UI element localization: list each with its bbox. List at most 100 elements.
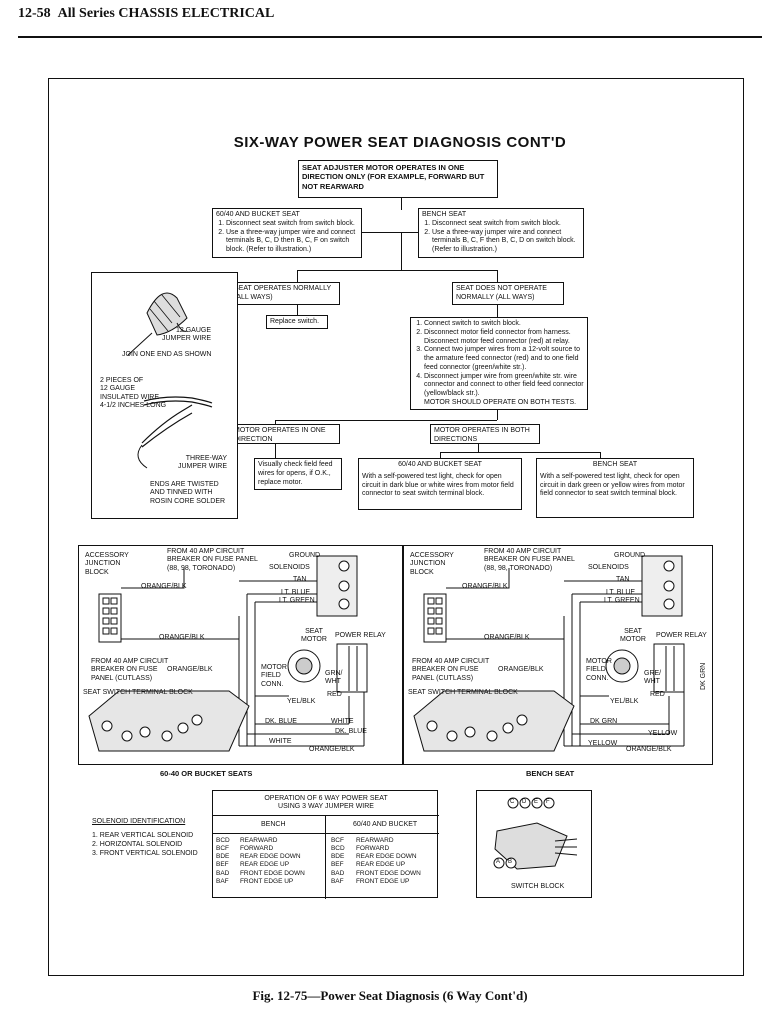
step-bench-2: Use a three-way jumper wire and connect … (432, 229, 580, 255)
test-step-3: Connect two jumper wires from a 12-volt … (424, 346, 584, 372)
page-number: 12-58 (18, 6, 51, 21)
jumper-three-way-label: THREE-WAY JUMPER WIRE (178, 455, 227, 471)
wire-white-2: WHITE (269, 738, 292, 745)
mid-6040-head: 60/40 AND BUCKET SEAT (398, 461, 482, 468)
visual-check-text: Visually check field feed wires for open… (258, 461, 333, 486)
table-cell: FORWARD (239, 845, 274, 853)
wire-orblk: ORANGE/BLK (141, 583, 187, 590)
table-cell: BCF (330, 837, 344, 844)
step-6040-box: 60/40 AND BUCKET SEAT Disconnect seat sw… (212, 208, 362, 258)
flow-line (401, 232, 402, 270)
wire-orblk-4: ORANGE/BLK (309, 746, 355, 753)
test-steps-box: Connect switch to switch block. Disconne… (410, 317, 588, 410)
wiring-bench-svg (413, 555, 685, 752)
table-cell: BEF (216, 861, 229, 869)
table-row: BCD REARWARD BCF REARWARD (213, 837, 439, 845)
table-cell: FRONT EDGE DOWN (239, 869, 305, 877)
table-cell: REAR EDGE UP (239, 861, 290, 869)
table-rule (213, 833, 439, 834)
flow-line (275, 420, 276, 424)
step-6040-head: 60/40 AND BUCKET SEAT (216, 211, 300, 218)
table-cell: REARWARD (355, 837, 394, 844)
operation-table-box: OPERATION OF 6 WAY POWER SEAT USING 3 WA… (212, 790, 439, 899)
acc-junction-label: ACCESSORY JUNCTION BLOCK (85, 552, 129, 576)
sb-letter-a: A (496, 859, 501, 865)
flow-line (497, 410, 498, 420)
flow-line (497, 305, 498, 317)
wire-tan: TAN (616, 576, 630, 583)
terminal-block-label: SEAT SWITCH TERMINAL BLOCK (83, 689, 193, 696)
sb-letter-b: B (508, 859, 513, 865)
section-title: All Series CHASSIS ELECTRICAL (57, 6, 275, 21)
jumper-ends-label: ENDS ARE TWISTED AND TINNED WITH ROSIN C… (150, 481, 226, 505)
table-cell: FRONT EDGE DOWN (355, 869, 421, 877)
seat-not-operate-box: SEAT DOES NOT OPERATE NORMALLY (ALL WAYS… (452, 282, 564, 305)
table-cell: REAR EDGE UP (355, 861, 406, 869)
mid-bench-head: BENCH SEAT (592, 461, 638, 468)
table-cell: REAR EDGE DOWN (239, 853, 301, 861)
table-cell: REAR EDGE DOWN (355, 853, 417, 861)
step-bench-box: BENCH SEAT Disconnect seat switch from s… (418, 208, 584, 258)
step-6040-1: Disconnect seat switch from switch block… (226, 220, 358, 229)
flow-line (297, 270, 497, 271)
ground-label: GROUND (289, 552, 321, 559)
wire-grnwht: GRN/ WHT (325, 670, 343, 686)
seat-not-operate-text: SEAT DOES NOT OPERATE NORMALLY (ALL WAYS… (456, 285, 547, 301)
table-rule (213, 815, 439, 816)
col-head-6040: 60/40 AND BUCKET (353, 821, 418, 828)
test-step-1: Connect switch to switch block. (424, 320, 584, 329)
motor-field-label: MOTOR FIELD CONN. (586, 658, 612, 682)
wire-orblk-3: ORANGE/BLK (167, 666, 213, 673)
wire-orblk-2: ORANGE/BLK (159, 634, 205, 641)
top-symptom-box: SEAT ADJUSTER MOTOR OPERATES IN ONE DIRE… (298, 160, 498, 198)
table-cell: REARWARD (239, 837, 278, 844)
power-relay-label: POWER RELAY (335, 632, 386, 639)
wire-yellow: YELLOW (648, 730, 678, 737)
figure-frame (48, 78, 744, 976)
switch-block-icon (493, 797, 578, 870)
flow-line (360, 232, 418, 233)
flow-line (297, 270, 298, 282)
wire-white: WHITE (331, 718, 354, 725)
jumper-wire-icon (127, 292, 213, 469)
wire-red: RED (327, 691, 342, 698)
col-head-bench: BENCH (261, 821, 286, 828)
visual-check-box: Visually check field feed wires for open… (254, 458, 342, 490)
wire-dkblue: DK. BLUE (265, 718, 297, 725)
wire-dkgrn-vertical: DK GRN (700, 662, 707, 690)
table-cell: BCD (216, 837, 230, 844)
table-rule (325, 815, 326, 899)
table-cell: BAD (330, 869, 345, 877)
jumper-wire-panel: 12 GAUGE JUMPER WIRE JOIN ONE END AS SHO… (91, 272, 238, 519)
test-step-4: Disconnect jumper wire from green/white … (424, 373, 584, 399)
seat-operates-text: SEAT OPERATES NORMALLY (ALL WAYS) (234, 285, 331, 301)
wiring-6040-svg (88, 555, 368, 752)
one-direction-box: MOTOR OPERATES IN ONE DIRECTION (230, 424, 340, 444)
wire-ltblue: LT. BLUE (281, 589, 311, 596)
sb-letter-e: E (534, 799, 539, 805)
flow-line (600, 452, 601, 458)
flow-line (275, 444, 276, 458)
table-cell: FRONT EDGE UP (355, 877, 410, 885)
from40-cutlass-label: FROM 40 AMP CIRCUIT BREAKER ON FUSE PANE… (91, 658, 169, 682)
wire-red: RED (650, 691, 665, 698)
figure-caption: Fig. 12-75—Power Seat Diagnosis (6 Way C… (252, 988, 528, 1003)
solenoid-id-3: 3. FRONT VERTICAL SOLENOID (92, 850, 198, 857)
table-cell: FORWARD (355, 845, 390, 853)
wire-orblk-4: ORANGE/BLK (626, 746, 672, 753)
table-cell: BAF (330, 877, 344, 885)
both-directions-text: MOTOR OPERATES IN BOTH DIRECTIONS (434, 427, 530, 443)
wiring-bench-panel: ACCESSORY JUNCTION BLOCK FROM 40 AMP CIR… (403, 545, 713, 765)
ground-label: GROUND (614, 552, 646, 559)
sb-letter-f: F (546, 799, 550, 805)
wire-tan: TAN (293, 576, 307, 583)
flow-line (497, 270, 498, 282)
replace-switch-text: Replace switch. (270, 318, 320, 325)
operation-table-title: OPERATION OF 6 WAY POWER SEAT USING 3 WA… (264, 795, 388, 811)
sb-letter-c: C (510, 799, 515, 805)
flow-line (401, 198, 402, 210)
